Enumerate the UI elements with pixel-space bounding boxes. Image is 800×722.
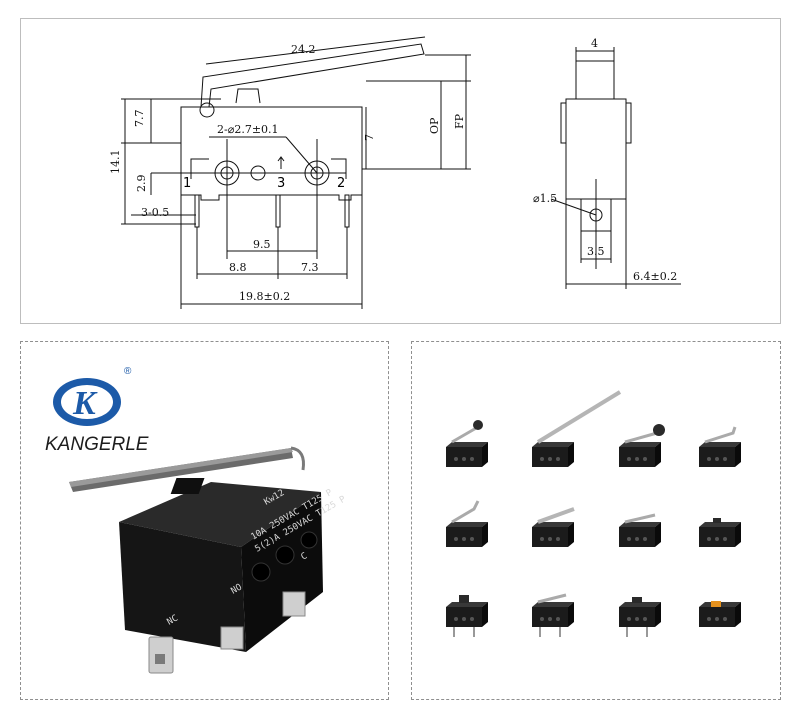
dim-pin-width-text: 3-0.5 <box>141 206 169 219</box>
product-photo-panel: K ® KANGERLE 10A 250VAC T125 P 5(2)A 250… <box>20 341 389 700</box>
dim-left-spacing-text: 8.8 <box>229 261 247 274</box>
dim-top-offset-text: 7.7 <box>133 110 146 128</box>
side-body-inner <box>560 102 567 144</box>
variant-pcb-lever <box>532 593 574 637</box>
technical-drawing: 24.2 7.7 14.1 2-⌀2.7±0.1 7 OP FP 2.9 3-0… <box>109 36 681 309</box>
dim-overall-height-text: 14.1 <box>109 150 122 175</box>
variant-short-lever-angled <box>446 500 488 547</box>
pin-label-1: 1 <box>183 176 191 191</box>
product-photo: K ® KANGERLE 10A 250VAC T125 P 5(2)A 250… <box>45 366 348 674</box>
variant-short-lever <box>619 513 661 547</box>
side-dim-pin-width-text: 3.5 <box>587 245 605 258</box>
brand-logo: K <box>53 378 121 426</box>
side-dim-width-text: 6.4±0.2 <box>633 270 677 283</box>
side-dim-top-width-text: 4 <box>591 37 598 50</box>
switch-body-side <box>241 492 323 652</box>
side-dim-hole-text: ⌀1.5 <box>533 192 557 205</box>
mount-hole-top <box>199 102 215 118</box>
variant-hook-lever <box>699 426 741 467</box>
dim-lever-length-line <box>205 36 426 65</box>
brand-name: KANGERLE <box>45 434 149 455</box>
variant-roller-lever <box>619 424 665 467</box>
dim-pin-spacing-a-text: 9.5 <box>253 238 271 251</box>
dim-op-text: OP <box>428 117 441 134</box>
dim-hole-leader-diag <box>285 136 318 174</box>
variant-roller-short <box>446 420 488 467</box>
variants-grid <box>446 390 741 637</box>
internal-contact <box>190 158 347 179</box>
variant-long-lever <box>532 390 622 467</box>
dim-fp-text: FP <box>453 113 466 129</box>
variant-straight-lever <box>532 507 575 547</box>
side-body-inner-right <box>625 102 632 144</box>
switch-body-top <box>119 482 321 547</box>
registered-mark: ® <box>124 366 132 377</box>
terminal-no-label: NO <box>230 583 244 597</box>
actuator-bump <box>235 88 261 104</box>
side-dim-hole-leader <box>550 198 597 216</box>
dim-hole-spec-text: 2-⌀2.7±0.1 <box>217 123 279 136</box>
logo-mark: K <box>72 385 98 422</box>
pin-center <box>275 194 281 228</box>
terminal-nc-label: NC <box>166 614 180 628</box>
dim-body-length-text: 19.8±0.2 <box>239 290 290 303</box>
dim-pin-height-text: 2.9 <box>135 175 148 193</box>
side-plunger <box>575 60 615 100</box>
switch-body-front <box>119 522 246 652</box>
pin-label-3: 3 <box>277 176 285 191</box>
variants-panel <box>411 341 781 700</box>
dim-lever-length-text: 24.2 <box>291 43 316 56</box>
switch-body-outline <box>180 106 363 201</box>
variant-plunger-small <box>699 518 741 547</box>
dim-right-spacing-text: 7.3 <box>301 261 319 274</box>
lever-arm <box>200 43 425 108</box>
contact-arrow <box>277 156 285 169</box>
terminals <box>148 591 306 674</box>
variant-pcb-plunger <box>619 597 661 637</box>
pin-label-2: 2 <box>337 176 345 191</box>
variant-plunger-pcb <box>446 595 488 637</box>
terminal-c-label: C <box>300 551 310 562</box>
dim-seven-text: 7 <box>363 134 376 141</box>
technical-drawing-panel: 24.2 7.7 14.1 2-⌀2.7±0.1 7 OP FP 2.9 3-0… <box>20 18 781 324</box>
pin-left <box>194 194 200 228</box>
variant-orange-button <box>699 601 741 627</box>
